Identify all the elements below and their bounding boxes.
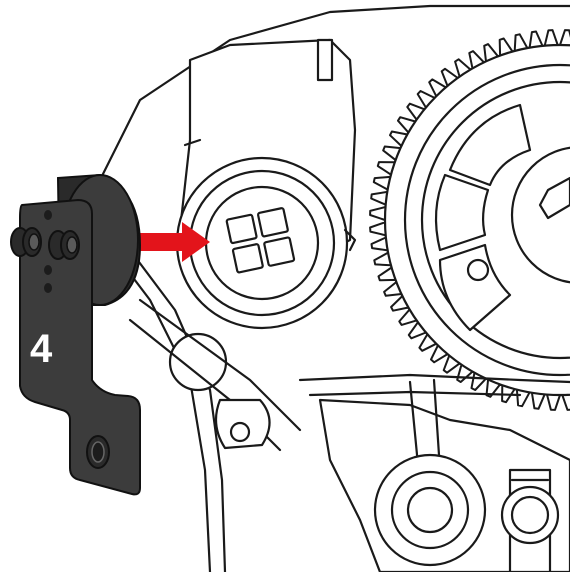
mount-ear-hole [229, 421, 251, 443]
sensor-hole-notch [343, 228, 357, 252]
cam-sprocket [383, 43, 570, 397]
housing-tab [316, 38, 334, 82]
sensor-slots [225, 207, 296, 274]
guide-bar [138, 298, 302, 432]
step-number: 4 [30, 327, 53, 371]
fitting-large-inner [406, 486, 454, 534]
engine-block-inner-outline [128, 248, 227, 572]
arrow-right-icon [140, 222, 210, 262]
sensor-hole-core [204, 185, 320, 301]
housing-edge [183, 138, 202, 147]
lower-bracket [298, 373, 570, 384]
locking-tool [10, 173, 142, 496]
fitting-right-inner [510, 495, 550, 535]
